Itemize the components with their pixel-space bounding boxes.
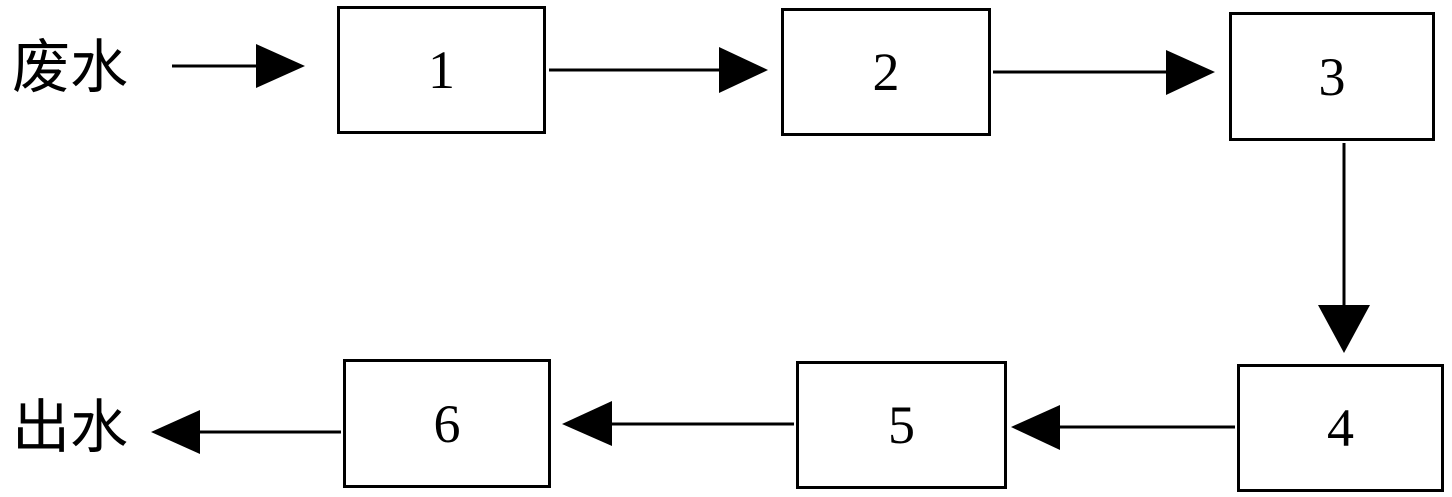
stage-box-4: 4 xyxy=(1237,364,1444,492)
output-label-effluent: 出水 xyxy=(12,393,129,461)
arrow-1-to-2 xyxy=(549,47,768,93)
stage-label-3: 3 xyxy=(1318,46,1346,107)
input-label-wastewater: 废水 xyxy=(12,33,129,101)
stage-label-1: 1 xyxy=(428,40,455,100)
arrow-4-to-5 xyxy=(1011,405,1235,450)
stage-label-6: 6 xyxy=(433,393,461,454)
stage-label-5: 5 xyxy=(888,395,915,455)
stage-label-4: 4 xyxy=(1327,398,1354,458)
stage-box-1: 1 xyxy=(337,6,546,134)
stage-box-5: 5 xyxy=(796,361,1007,489)
stage-box-6: 6 xyxy=(343,359,551,488)
arrow-3-to-4 xyxy=(1318,143,1370,353)
arrow-input-to-1 xyxy=(172,44,305,88)
stage-box-3: 3 xyxy=(1229,12,1435,141)
arrow-6-to-output xyxy=(151,410,341,454)
stage-label-2: 2 xyxy=(872,42,900,102)
arrow-2-to-3 xyxy=(993,50,1215,95)
arrow-5-to-6 xyxy=(562,401,794,446)
stage-box-2: 2 xyxy=(781,8,991,136)
